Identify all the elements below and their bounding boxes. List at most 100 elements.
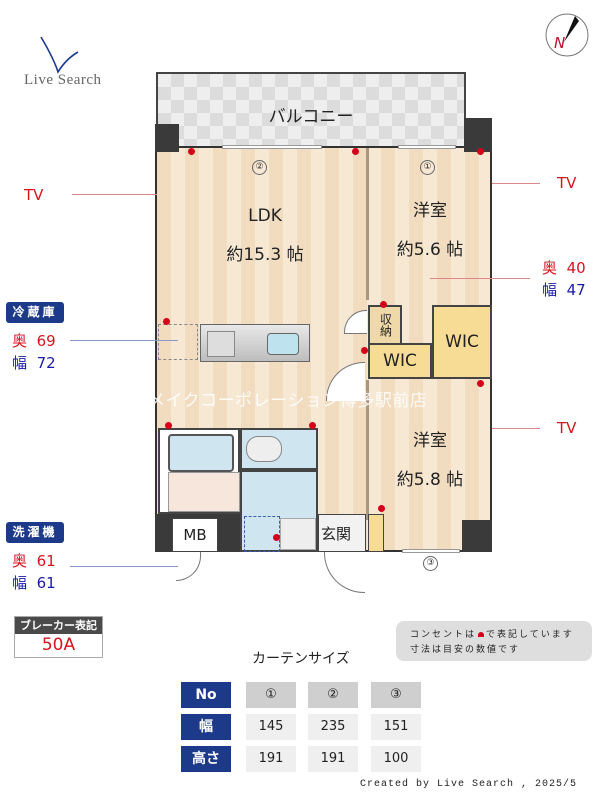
outlet-icon (163, 318, 170, 325)
outlet-icon (380, 301, 387, 308)
washer-dimensions: 奥 61 幅 61 (12, 550, 56, 594)
entrance-door[interactable] (324, 552, 365, 593)
window-marker-2: ② (252, 160, 267, 175)
outlet-icon (352, 148, 359, 155)
storage-width-label: 幅 (542, 281, 558, 299)
tv-leader-line (492, 183, 540, 184)
fridge-leader-line (70, 340, 178, 341)
mb-label: MB (183, 526, 207, 544)
tv-label-right-bottom: TV (557, 419, 577, 437)
storage-depth-label: 奥 (542, 259, 558, 277)
curtain-height-3: 100 (371, 746, 421, 772)
curtain-no-1: ① (246, 682, 296, 708)
notes-line2: 寸法は目安の数値です (410, 645, 521, 655)
outlet-icon (477, 148, 484, 155)
washer-width-label: 幅 (12, 574, 28, 592)
fridge-dimensions: 奥 69 幅 72 (12, 330, 56, 374)
balcony: バルコニー (156, 72, 466, 148)
fridge-depth-value: 69 (36, 332, 56, 350)
logo: Live Search (22, 34, 112, 94)
entrance-label: 玄関 (321, 524, 352, 543)
stove-icon (207, 331, 235, 357)
washroom (240, 470, 318, 552)
window (402, 549, 460, 553)
kitchen-counter (200, 324, 310, 362)
curtain-width-3: 151 (371, 714, 421, 740)
curtain-height-2: 191 (308, 746, 358, 772)
balcony-label: バルコニー (268, 107, 354, 127)
wic-1: WIC (368, 343, 432, 379)
compass-icon (545, 13, 589, 57)
window (222, 145, 322, 149)
bathtub (168, 434, 234, 472)
western-room-2-name: 洋室 (413, 431, 447, 451)
breaker-value: 50A (41, 635, 76, 655)
fridge-depth-label: 奥 (12, 332, 28, 350)
partition-wall (366, 380, 369, 520)
compass-north-label: N (554, 34, 566, 52)
notes-line1-a: コンセントは (410, 630, 477, 640)
western-room-1-name: 洋室 (413, 201, 447, 221)
notes-box: コンセントはで表記しています 寸法は目安の数値です (396, 621, 592, 661)
curtain-no-2: ② (308, 682, 358, 708)
western-room-2-label: 洋室 約5.8 帖 (380, 426, 480, 490)
outlet-icon (273, 534, 280, 541)
compass: N (544, 12, 590, 58)
wic-2-label: WIC (445, 332, 479, 352)
western-room-2-size: 約5.8 帖 (396, 470, 464, 490)
storage-depth-value: 40 (566, 259, 586, 277)
logo-mark-icon (40, 36, 79, 74)
washer-tag: 洗濯機 (6, 522, 64, 543)
entrance: 玄関 (318, 514, 366, 552)
sink-icon (267, 333, 299, 355)
pillar (155, 124, 179, 152)
breaker-box: ブレーカー表記 50A (14, 616, 103, 658)
outlet-icon (361, 347, 368, 354)
washer-depth-value: 61 (36, 552, 56, 570)
washer-leader-line (70, 566, 178, 567)
storage-closet: 収納 (368, 305, 402, 345)
meter-box: MB (172, 518, 218, 552)
outlet-icon (378, 505, 385, 512)
storage-leader-line (430, 278, 530, 279)
pillar (462, 520, 492, 552)
footer-credit: Created by Live Search , 2025/5 (360, 779, 578, 790)
partition-wall (366, 148, 369, 300)
outlet-icon (188, 148, 195, 155)
storage-label: 収納 (378, 313, 393, 337)
logo-text: Live Search (24, 72, 102, 88)
pillar (464, 118, 492, 152)
ldk-label: LDK 約15.3 帖 (190, 206, 340, 265)
washer-width-value: 61 (36, 574, 56, 592)
fridge-space (158, 324, 198, 360)
curtain-height-1: 191 (246, 746, 296, 772)
fridge-width-value: 72 (36, 354, 56, 372)
storage-dimensions: 奥 40 幅 47 (542, 257, 586, 301)
ldk-name: LDK (248, 206, 282, 226)
mb-door[interactable] (176, 552, 201, 581)
tv-leader-line (492, 428, 540, 429)
notes-line1-b: で表記しています (486, 630, 574, 640)
toilet-room (240, 428, 318, 470)
shoe-cabinet (368, 514, 384, 552)
wic-1-label: WIC (383, 351, 417, 371)
wic-2: WIC (432, 305, 492, 379)
bath-area (158, 428, 240, 514)
fridge-width-label: 幅 (12, 354, 28, 372)
window-marker-1: ① (420, 160, 435, 175)
outlet-icon (477, 380, 484, 387)
curtain-row-label-no: No (181, 682, 231, 708)
tv-label-left: TV (24, 186, 44, 204)
curtain-title: カーテンサイズ (252, 651, 350, 667)
curtain-row-label-width: 幅 (181, 714, 231, 740)
wash-area (168, 472, 240, 512)
tv-leader-line (72, 194, 157, 195)
ldk-size: 約15.3 帖 (226, 245, 304, 265)
outlet-icon (309, 422, 316, 429)
western-room-1-label: 洋室 約5.6 帖 (380, 196, 480, 260)
breaker-title: ブレーカー表記 (15, 617, 102, 634)
washer-space (244, 516, 280, 552)
watermark: メイクコーポレーション博多駅前店 (148, 391, 428, 411)
toilet-icon (246, 436, 282, 462)
curtain-width-2: 235 (308, 714, 358, 740)
